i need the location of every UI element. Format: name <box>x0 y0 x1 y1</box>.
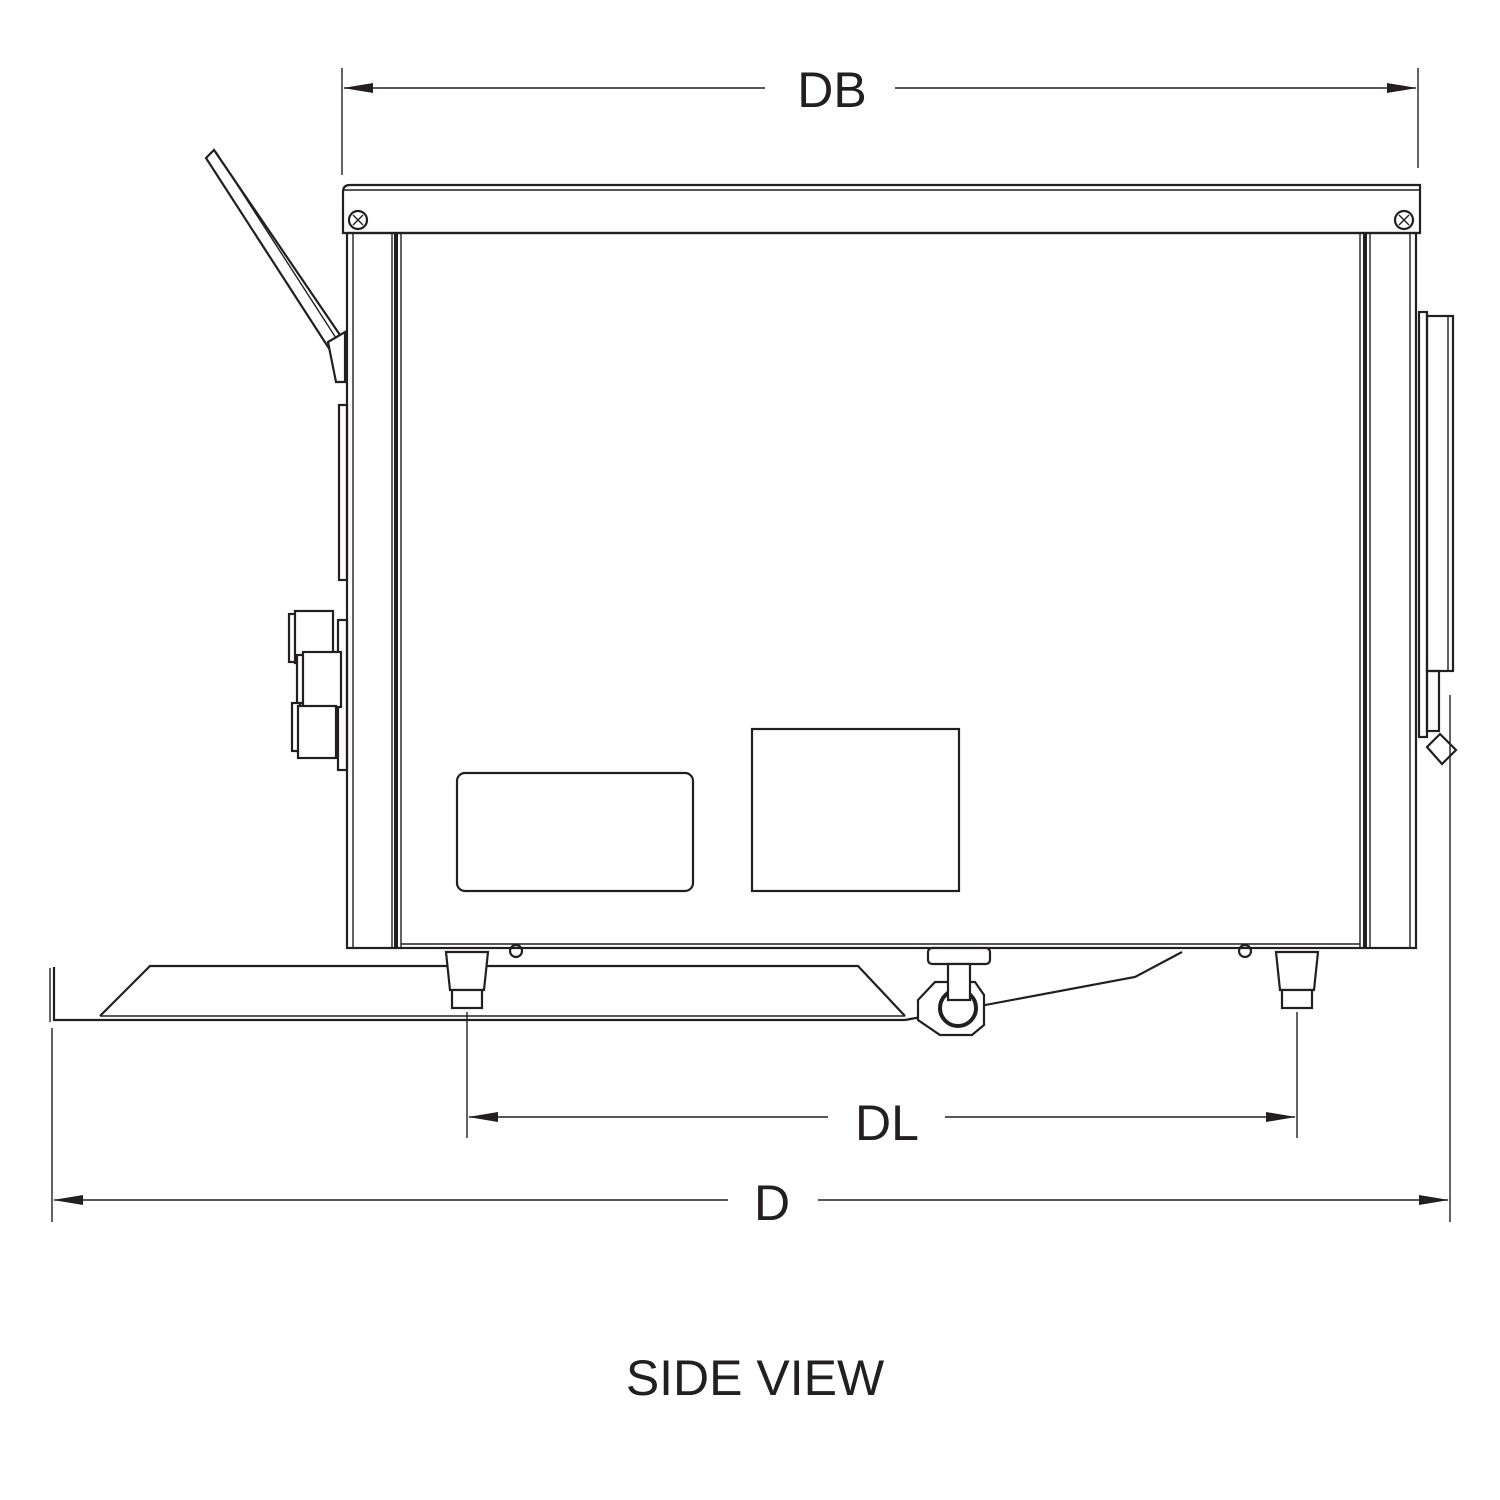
dimension-dl <box>466 1012 1298 1138</box>
lever-handle <box>204 148 347 384</box>
dimension-label-dl: DL <box>855 1095 919 1151</box>
foot-right <box>1237 943 1320 1010</box>
label-plate <box>455 771 695 893</box>
screw-icon <box>1393 209 1415 231</box>
left-fittings <box>287 403 349 772</box>
foot-left <box>444 943 524 1010</box>
dimension-label-d: D <box>754 1175 790 1231</box>
drip-tray <box>49 951 1183 1022</box>
view-title: SIDE VIEW <box>626 1350 885 1406</box>
dimension-d <box>51 695 1451 1222</box>
label-plate <box>750 727 961 893</box>
screw-icon <box>347 209 369 231</box>
dimension-label-db: DB <box>797 62 866 118</box>
dimension-db <box>341 68 1419 175</box>
top-cap <box>341 183 1422 235</box>
right-panel <box>1417 310 1458 766</box>
cabinet-body <box>345 231 1418 950</box>
caster-wheel <box>916 946 992 1037</box>
knob-icon <box>1425 732 1458 766</box>
